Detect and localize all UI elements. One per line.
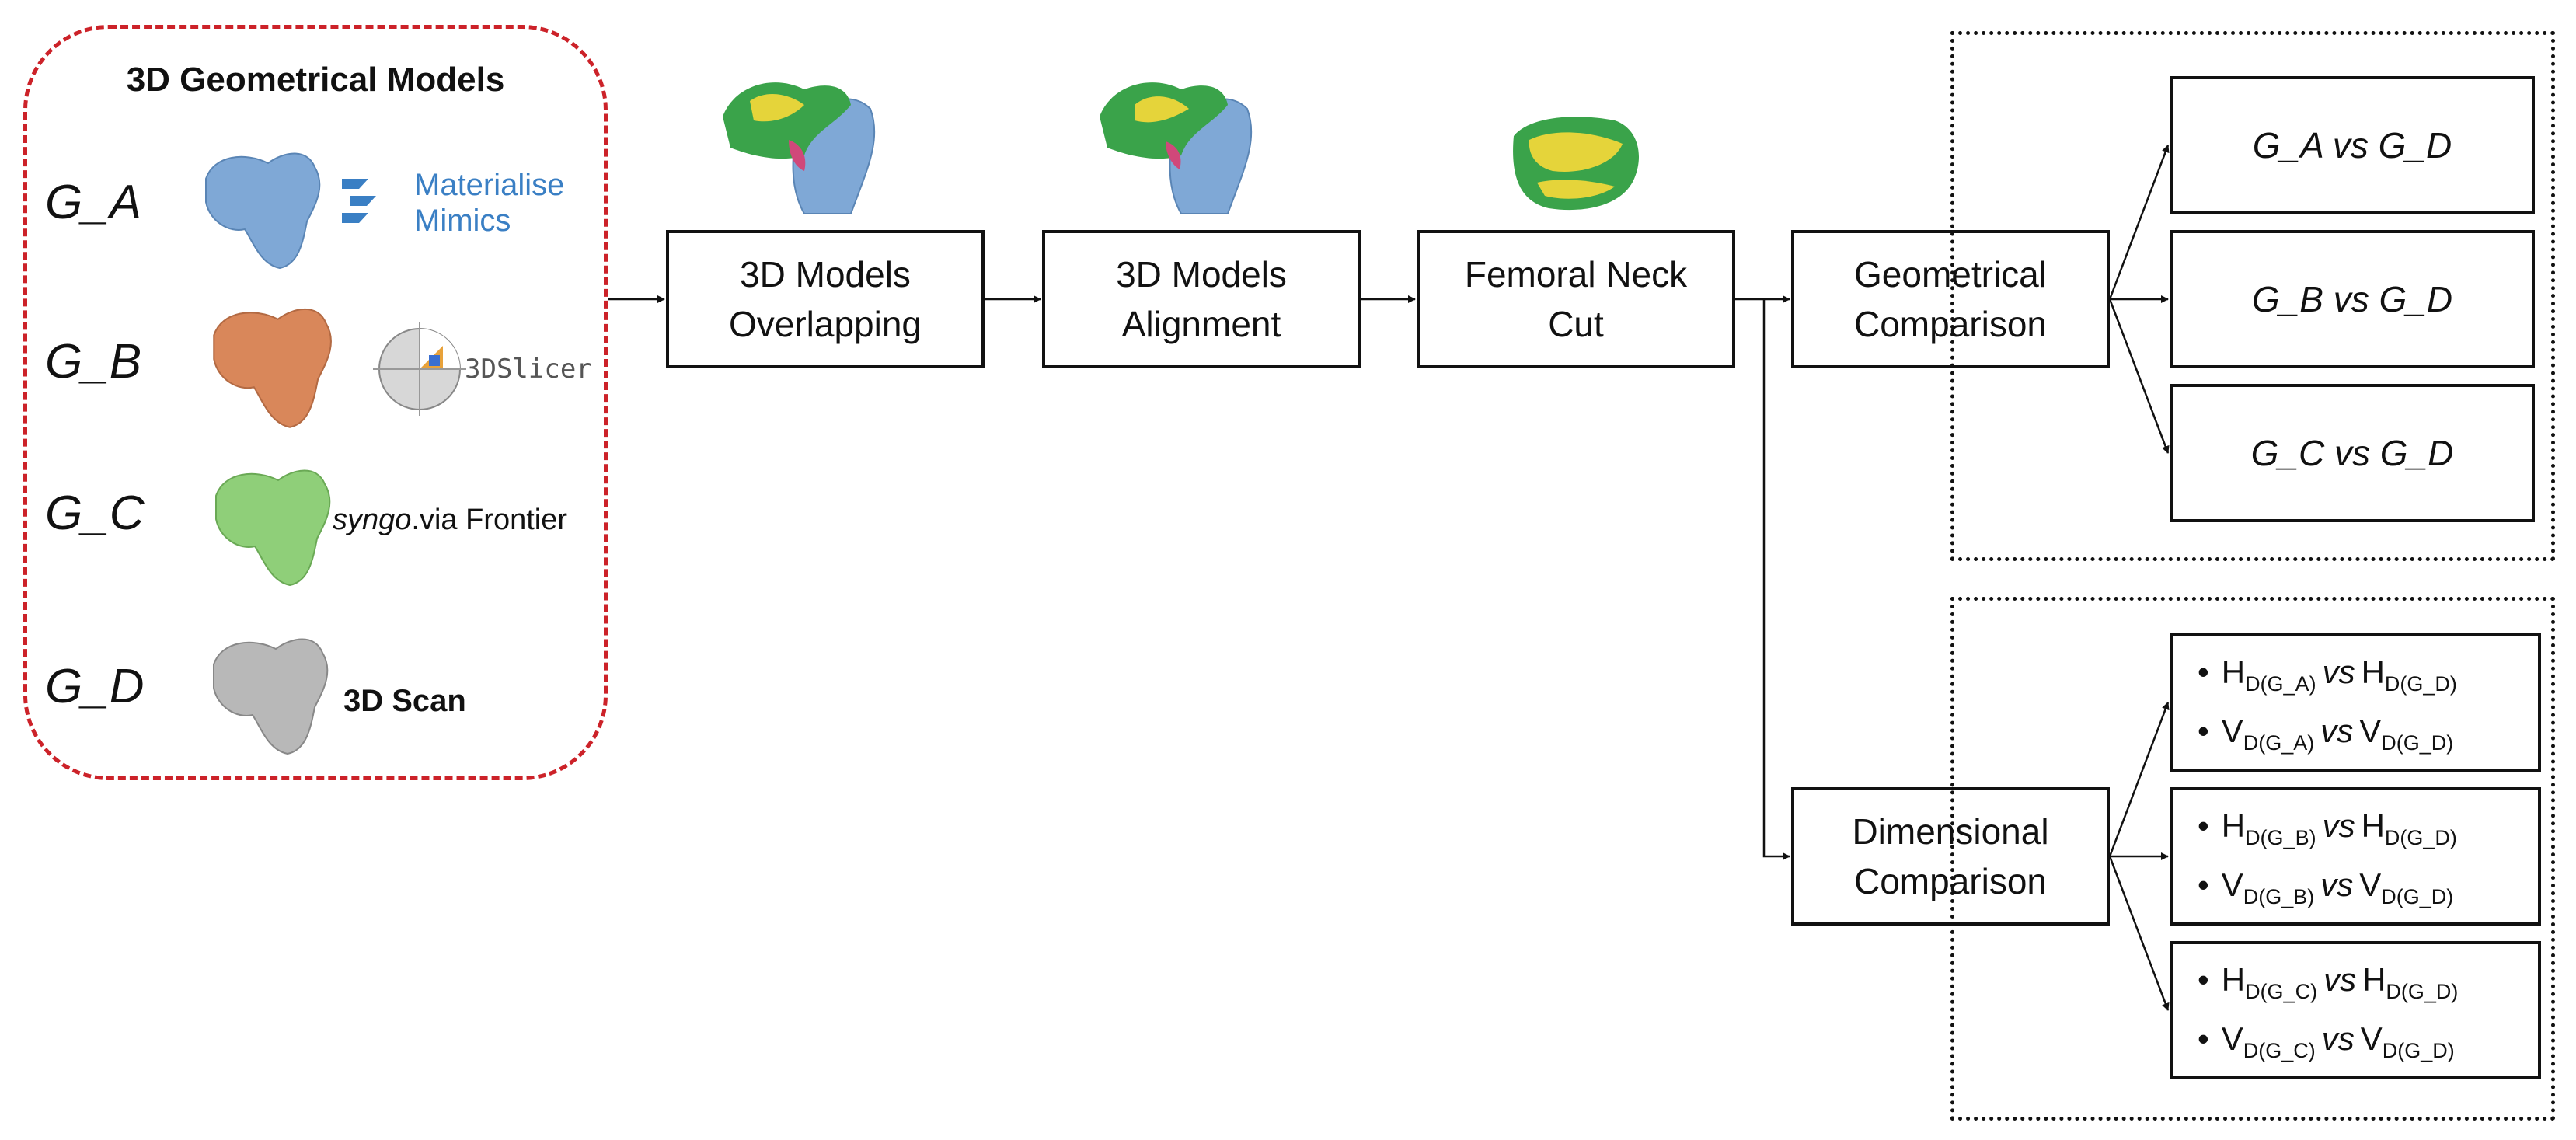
geometrical-results-group [1950,31,2555,561]
arrow-geo-to-g-c [2108,298,2170,454]
slicer-logo-icon [373,322,466,416]
syngo-logo-rest: .via Frontier [411,504,568,536]
step-overlapping-line2: Overlapping [728,304,922,344]
bullet-icon: • [2198,961,2209,998]
v-right: V [2360,1020,2383,1057]
model-label-g-a: G_A [45,176,142,229]
bullet-icon: • [2198,807,2209,844]
h-left-sub: D(G_A) [2245,672,2316,696]
vs-text: vs [2321,1020,2355,1057]
geometrical-comparison-g-c-text: G_C vs G_D [2250,433,2454,473]
syngo-logo-text: syngo.via Frontier [333,504,567,537]
geometrical-comparison-g-b-label: G_B vs G_D [2252,278,2452,320]
v-left-sub: D(G_B) [2243,885,2315,908]
syngo-logo-italic: syngo [333,504,412,536]
neck-cut-model-image [1513,117,1640,211]
bone-model-g-a [205,152,321,270]
arrow-dim-to-g-c [2108,856,2170,1011]
bullet-icon: • [2198,654,2209,690]
vs-text: vs [2320,866,2354,903]
vs-text: vs [2322,807,2355,844]
v-right-sub: D(G_D) [2381,885,2454,908]
model-label-g-d: G_D [45,660,145,713]
bone-model-g-d [213,638,329,755]
h-right-sub: D(G_D) [2384,826,2457,849]
geometrical-comparison-g-c: G_C vs G_D [2170,384,2535,522]
vs-text: vs [2322,654,2355,690]
v-left: V [2221,1020,2243,1057]
step-overlapping-box: 3D Models Overlapping [666,230,985,368]
alignment-model-image [1100,82,1253,214]
h-left-sub: D(G_B) [2245,826,2316,849]
h-right-sub: D(G_D) [2386,980,2459,1003]
h-left: H [2221,807,2246,844]
scan-label: 3D Scan [343,684,466,718]
h-left: H [2221,961,2246,998]
v-right: V [2359,866,2382,903]
arrow-neck-cut-to-dimensional [1762,299,1790,860]
slicer-logo-text: 3DSlicer [465,354,592,385]
step-alignment-box: 3D Models Alignment [1042,230,1361,368]
v-right-sub: D(G_D) [2381,731,2454,755]
bullet-icon: • [2198,866,2209,903]
models-panel [23,25,608,780]
h-right: H [2361,807,2385,844]
step-alignment-line2: Alignment [1121,304,1281,344]
v-left: V [2221,866,2243,903]
v-left: V [2221,713,2243,749]
v-left-sub: D(G_A) [2243,731,2315,755]
model-label-g-b: G_B [45,335,142,389]
h-right-sub: D(G_D) [2384,672,2457,696]
v-right: V [2359,713,2382,749]
geometrical-comparison-g-b-text: G_B vs G_D [2251,279,2453,319]
mimics-logo-line1: Materialise [414,168,565,202]
step-overlapping-label: 3D Models Overlapping [729,249,922,350]
vs-text: vs [2323,961,2357,998]
geometrical-comparison-g-a-label: G_A vs G_D [2253,124,2452,166]
mimics-logo-line2: Mimics [414,204,511,238]
v-left-sub: D(G_C) [2243,1039,2316,1062]
bullet-icon: • [2198,713,2209,749]
mimics-logo: Materialise Mimics [414,167,564,239]
step-neck-cut-box: Femoral Neck Cut [1417,230,1735,368]
dimensional-results-group [1950,597,2555,1121]
geometrical-comparison-g-a-text: G_A vs G_D [2252,125,2452,166]
h-right: H [2362,961,2386,998]
models-panel-title: 3D Geometrical Models [126,61,505,99]
h-left-sub: D(G_C) [2245,980,2318,1003]
overlapping-model-image [723,82,876,214]
h-left: H [2221,654,2246,690]
step-neck-cut-label: Femoral Neck Cut [1465,249,1687,350]
step-alignment-line1: 3D Models [1116,253,1287,295]
v-right-sub: D(G_D) [2382,1039,2455,1062]
mimics-logo-icon [342,179,376,223]
step-overlapping-line1: 3D Models [740,253,911,295]
h-right: H [2361,654,2385,690]
vs-text: vs [2320,713,2354,749]
step-neck-cut-line2: Cut [1548,304,1604,344]
step-alignment-label: 3D Models Alignment [1116,249,1287,350]
step-neck-cut-line1: Femoral Neck [1464,253,1688,295]
bullet-icon: • [2198,1020,2209,1057]
model-label-g-c: G_C [45,486,145,540]
geometrical-comparison-g-c-label: G_C vs G_D [2251,432,2454,474]
geometrical-comparison-g-b: G_B vs G_D [2170,230,2535,368]
geometrical-comparison-g-a: G_A vs G_D [2170,76,2535,214]
bone-model-g-b [213,308,332,428]
bone-model-g-c [215,469,331,587]
arrow-geo-to-g-a [2108,145,2170,300]
arrow-dim-to-g-a [2108,702,2170,857]
